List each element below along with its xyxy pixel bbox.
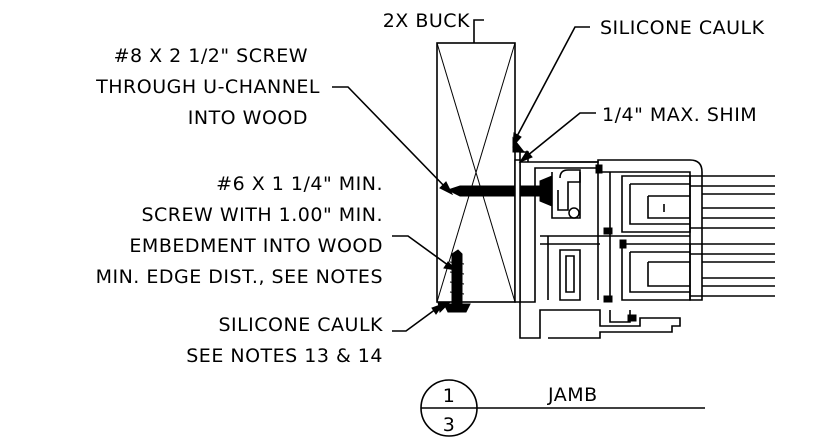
callout-buck: 2X BUCK	[383, 10, 470, 32]
svg-text:MIN. EDGE DIST., SEE NOTES: MIN. EDGE DIST., SEE NOTES	[96, 266, 383, 288]
svg-text:#8 X 2 1/2" SCREW: #8 X 2 1/2" SCREW	[114, 45, 308, 67]
svg-text:EMBEDMENT INTO WOOD: EMBEDMENT INTO WOOD	[129, 235, 383, 257]
short-screw	[443, 249, 471, 313]
svg-text:SCREW WITH 1.00" MIN.: SCREW WITH 1.00" MIN.	[141, 204, 383, 226]
svg-text:#6 X 1 1/4" MIN.: #6 X 1 1/4" MIN.	[216, 173, 383, 195]
leader-lines	[332, 19, 596, 332]
callout-short-screw: #6 X 1 1/4" MIN. SCREW WITH 1.00" MIN. E…	[96, 173, 383, 288]
long-screw	[446, 175, 553, 207]
svg-text:INTO WOOD: INTO WOOD	[188, 107, 308, 129]
callout-caulk-bottom: SILICONE CAULK SEE NOTES 13 & 14	[186, 314, 383, 367]
section-tag: 1 3 JAMB	[420, 379, 705, 437]
callout-long-screw: #8 X 2 1/2" SCREW THROUGH U-CHANNEL INTO…	[95, 45, 320, 129]
window-frame-extrusion	[519, 151, 775, 339]
shim	[514, 159, 521, 303]
detail-number: 1	[443, 385, 456, 407]
svg-text:SEE NOTES 13 & 14: SEE NOTES 13 & 14	[186, 345, 383, 367]
sheet-number: 3	[443, 414, 456, 436]
callout-caulk-top: SILICONE CAULK	[600, 17, 765, 39]
callout-shim: 1/4" MAX. SHIM	[602, 104, 757, 126]
svg-text:SILICONE CAULK: SILICONE CAULK	[218, 314, 383, 336]
svg-text:THROUGH U-CHANNEL: THROUGH U-CHANNEL	[95, 76, 320, 98]
section-title: JAMB	[547, 384, 598, 406]
